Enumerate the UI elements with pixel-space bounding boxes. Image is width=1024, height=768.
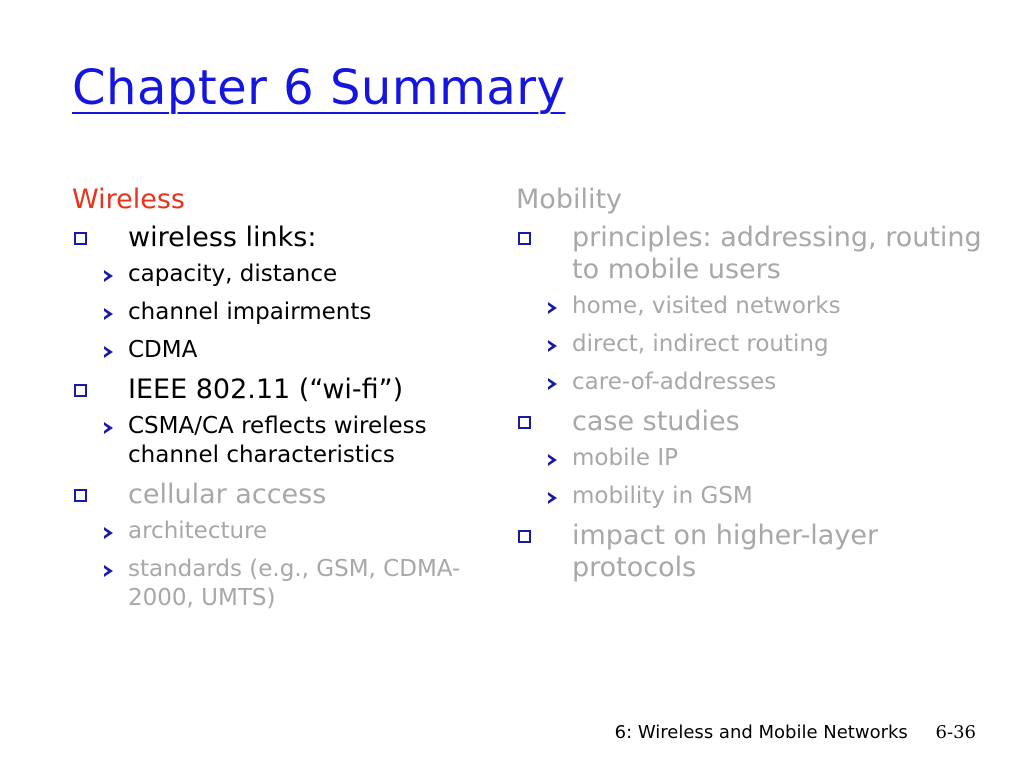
list-item: mobile IP bbox=[546, 444, 996, 473]
list-item: care-of-addresses bbox=[546, 368, 996, 397]
slide-title: Chapter 6 Summary bbox=[72, 60, 566, 116]
mobility-list: principles: addressing, routing to mobil… bbox=[516, 222, 996, 584]
sub-item-text: capacity, distance bbox=[128, 261, 338, 287]
mobility-item-text: impact on higher-layer protocols bbox=[572, 520, 879, 583]
footer-text: 6: Wireless and Mobile Networks bbox=[614, 722, 908, 743]
mobility-item-text: principles: addressing, routing to mobil… bbox=[572, 222, 982, 285]
cellular-sublist: architecture standards (e.g., GSM, CDMA-… bbox=[104, 517, 482, 613]
slide-footer: 6: Wireless and Mobile Networks 6-36 bbox=[615, 722, 976, 743]
arrow-bullet-icon bbox=[548, 454, 557, 466]
square-bullet-icon bbox=[74, 489, 87, 502]
sub-item-text: channel impairments bbox=[128, 299, 372, 325]
principles-sublist: home, visited networks direct, indirect … bbox=[548, 292, 996, 397]
wireless-item-ieee: IEEE 802.11 (“wi-fi”) CSMA/CA reflects w… bbox=[72, 374, 482, 470]
sub-item-text: care-of-addresses bbox=[572, 369, 777, 395]
arrow-bullet-icon bbox=[548, 302, 557, 314]
mobility-heading: Mobility bbox=[516, 184, 623, 215]
square-bullet-icon bbox=[518, 416, 531, 429]
list-item: direct, indirect routing bbox=[546, 330, 996, 359]
sub-item-text: mobile IP bbox=[572, 445, 678, 471]
wireless-list: wireless links: capacity, distance chann… bbox=[72, 222, 482, 613]
mobility-column: Mobility principles: addressing, routing… bbox=[516, 180, 996, 588]
page-number: 6-36 bbox=[935, 722, 976, 743]
arrow-bullet-icon bbox=[104, 565, 113, 577]
wireless-column: Wireless wireless links: capacity, dista… bbox=[72, 180, 482, 622]
arrow-bullet-icon bbox=[104, 422, 113, 434]
wireless-heading: Wireless bbox=[72, 184, 185, 215]
arrow-bullet-icon bbox=[104, 346, 113, 358]
list-item: CDMA bbox=[102, 336, 482, 365]
list-item: standards (e.g., GSM, CDMA-2000, UMTS) bbox=[102, 555, 482, 613]
list-item: architecture bbox=[102, 517, 482, 546]
list-item: mobility in GSM bbox=[546, 482, 996, 511]
sub-item-text: mobility in GSM bbox=[572, 483, 753, 509]
sub-item-text: architecture bbox=[128, 518, 268, 544]
wireless-item-links: wireless links: capacity, distance chann… bbox=[72, 222, 482, 365]
sub-item-text: direct, indirect routing bbox=[572, 331, 829, 357]
list-item: CSMA/CA reflects wireless channel charac… bbox=[102, 412, 482, 470]
square-bullet-icon bbox=[74, 232, 87, 245]
case-studies-sublist: mobile IP mobility in GSM bbox=[548, 444, 996, 511]
wireless-item-text: wireless links: bbox=[128, 222, 317, 253]
arrow-bullet-icon bbox=[104, 308, 113, 320]
ieee-sublist: CSMA/CA reflects wireless channel charac… bbox=[104, 412, 482, 470]
sub-item-text: home, visited networks bbox=[572, 293, 841, 319]
wireless-item-text: IEEE 802.11 (“wi-fi”) bbox=[128, 374, 404, 405]
arrow-bullet-icon bbox=[104, 527, 113, 539]
wireless-item-cellular: cellular access architecture standards (… bbox=[72, 479, 482, 613]
mobility-item-principles: principles: addressing, routing to mobil… bbox=[516, 222, 996, 397]
sub-item-text: CSMA/CA reflects wireless channel charac… bbox=[128, 413, 427, 468]
list-item: channel impairments bbox=[102, 298, 482, 327]
arrow-bullet-icon bbox=[548, 492, 557, 504]
sub-item-text: CDMA bbox=[128, 337, 198, 363]
list-item: home, visited networks bbox=[546, 292, 996, 321]
wireless-item-text: cellular access bbox=[128, 479, 327, 510]
sub-item-text: standards (e.g., GSM, CDMA-2000, UMTS) bbox=[128, 556, 461, 611]
list-item: capacity, distance bbox=[102, 260, 482, 289]
arrow-bullet-icon bbox=[104, 270, 113, 282]
mobility-item-impact: impact on higher-layer protocols bbox=[516, 520, 996, 584]
square-bullet-icon bbox=[74, 384, 87, 397]
arrow-bullet-icon bbox=[548, 340, 557, 352]
square-bullet-icon bbox=[518, 232, 531, 245]
mobility-item-text: case studies bbox=[572, 406, 740, 437]
square-bullet-icon bbox=[518, 530, 531, 543]
wireless-links-sublist: capacity, distance channel impairments C… bbox=[104, 260, 482, 365]
mobility-item-case-studies: case studies mobile IP mobility in GSM bbox=[516, 406, 996, 511]
arrow-bullet-icon bbox=[548, 378, 557, 390]
